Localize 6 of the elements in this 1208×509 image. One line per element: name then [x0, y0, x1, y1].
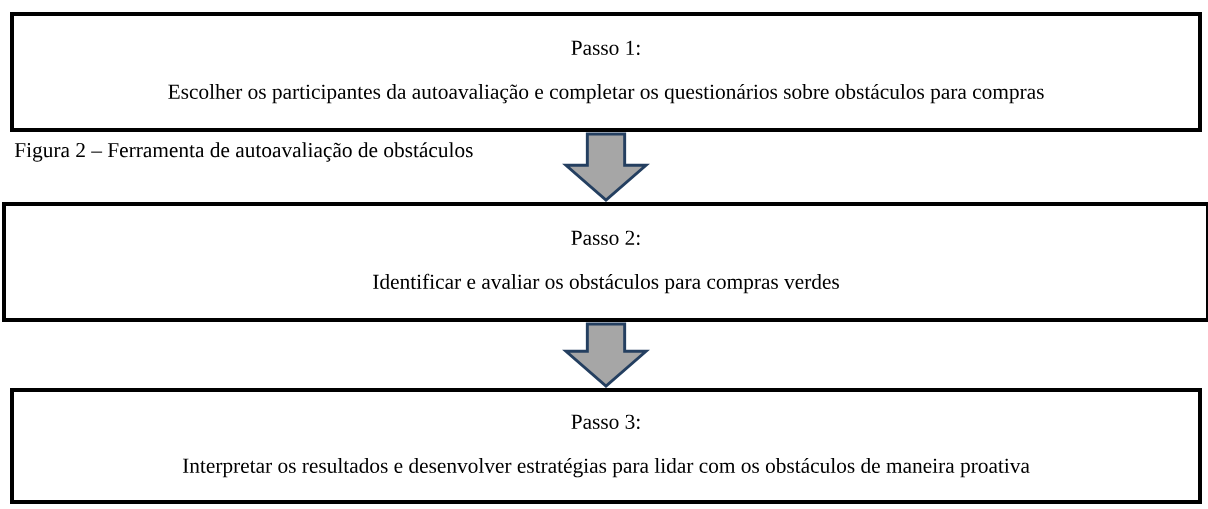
process-box: Passo 2: Identificar e avaliar os obstáculos para compras verdes: [2, 202, 1208, 322]
block-arrow: [562, 132, 650, 202]
process-box: Passo 1: Escolher os participantes da autoavaliação e completar os questionários sobre obstáculos para compras: [10, 12, 1202, 132]
block-arrow: [562, 322, 650, 388]
figure-caption: Figura 2 – Ferramenta de autoavaliação de obstáculos: [14, 142, 473, 162]
process-box: Passo 3: Interpretar os resultados e desenvolver estratégias para lidar com os obstáculos de maneira proativa: [10, 388, 1202, 504]
